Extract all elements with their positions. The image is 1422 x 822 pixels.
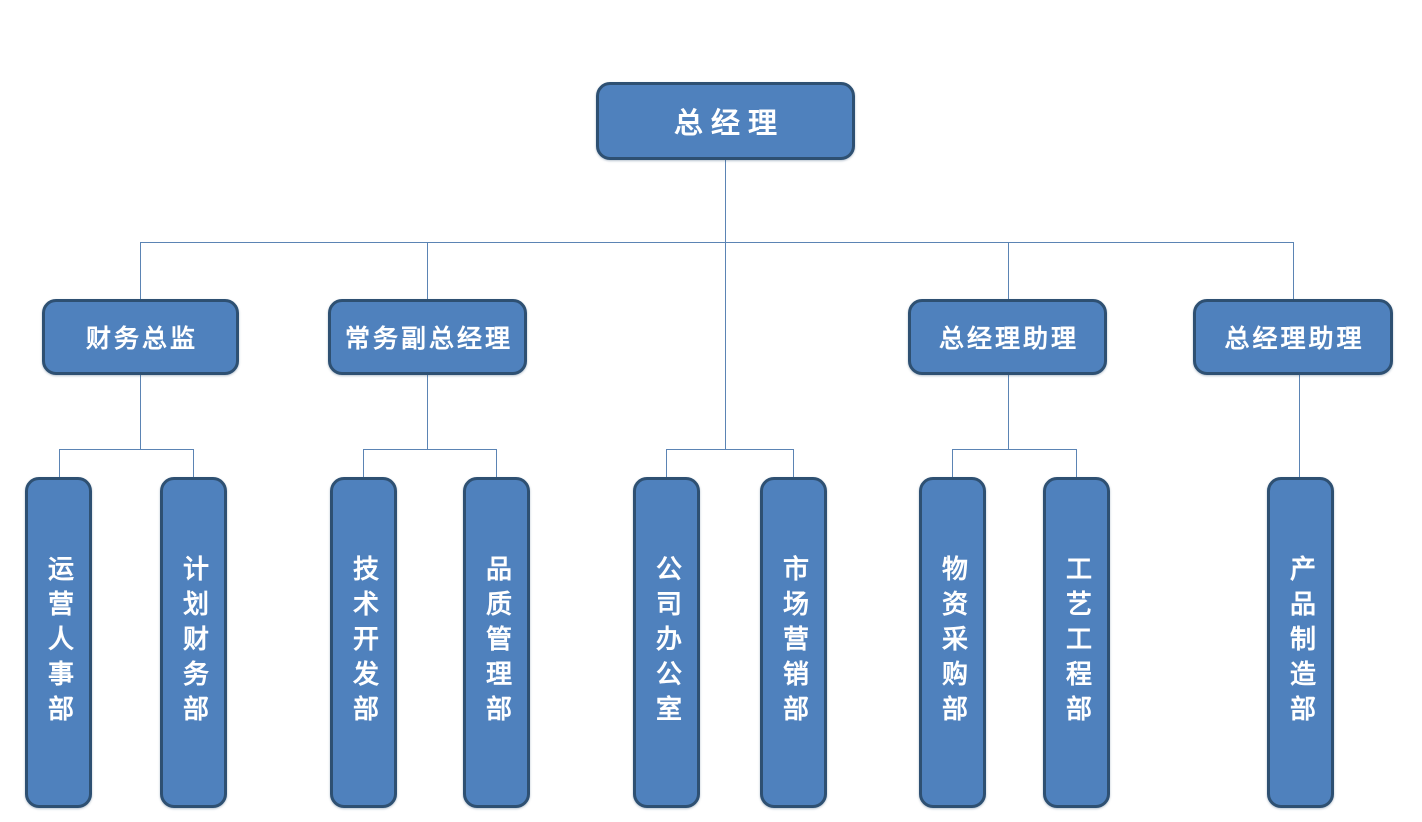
node-dept-material-procurement: 物资采购部 [919,477,986,808]
node-executive-deputy-gm-label: 常务副总经理 [344,326,513,353]
node-dept-operations-hr: 运营人事部 [25,477,92,808]
connector-stub-deputy-gm [427,242,428,299]
connector-stub-gm-assistant-1 [1008,242,1009,299]
connector-stub-dept-office [666,449,667,477]
connector-stub-dept-procurement [952,449,953,477]
node-dept-marketing-label: 市场营销部 [779,555,809,730]
node-dept-company-office: 公司办公室 [633,477,700,808]
node-dept-quality-management: 品质管理部 [463,477,530,808]
node-finance-director: 财务总监 [42,299,239,375]
connector-branch2-rail [363,449,497,450]
connector-stub-dept-tech-dev [363,449,364,477]
node-gm-assistant-2: 总经理助理 [1193,299,1393,375]
connector-gm-assistant2-down [1299,375,1300,477]
connector-level1-rail [140,242,1294,243]
connector-stub-gm-assistant-2 [1293,242,1294,299]
node-dept-company-office-label: 公司办公室 [652,555,682,730]
node-gm-assistant-2-label: 总经理助理 [1224,326,1365,353]
node-finance-director-label: 财务总监 [85,326,198,353]
node-dept-planning-finance-label: 计划财务部 [179,555,209,730]
node-executive-deputy-gm: 常务副总经理 [328,299,527,375]
node-general-manager: 总经理 [596,82,855,160]
connector-branch3-rail [666,449,794,450]
node-dept-process-engineering-label: 工艺工程部 [1062,555,1092,730]
node-dept-planning-finance: 计划财务部 [160,477,227,808]
connector-stub-dept-plan-finance [193,449,194,477]
connector-stub-dept-process-eng [1076,449,1077,477]
node-dept-operations-hr-label: 运营人事部 [44,555,74,730]
node-dept-process-engineering: 工艺工程部 [1043,477,1110,808]
node-dept-quality-management-label: 品质管理部 [482,555,512,730]
node-dept-product-manufacturing: 产品制造部 [1267,477,1334,808]
connector-stub-dept-marketing [793,449,794,477]
node-dept-material-procurement-label: 物资采购部 [938,555,968,730]
node-general-manager-label: 总经理 [673,108,785,140]
connector-deputy-gm-down [427,375,428,449]
connector-stub-finance-director [140,242,141,299]
connector-stub-dept-ops-hr [59,449,60,477]
connector-branch1-rail [59,449,194,450]
node-dept-product-manufacturing-label: 产品制造部 [1286,555,1316,730]
connector-finance-director-down [140,375,141,449]
node-dept-tech-development-label: 技术开发部 [349,555,379,730]
node-dept-tech-development: 技术开发部 [330,477,397,808]
connector-root-trunk [725,160,726,449]
node-gm-assistant-1-label: 总经理助理 [938,326,1079,353]
node-dept-marketing: 市场营销部 [760,477,827,808]
connector-branch4-rail [952,449,1077,450]
node-gm-assistant-1: 总经理助理 [908,299,1107,375]
connector-stub-dept-quality [496,449,497,477]
connector-gm-assistant1-down [1008,375,1009,449]
